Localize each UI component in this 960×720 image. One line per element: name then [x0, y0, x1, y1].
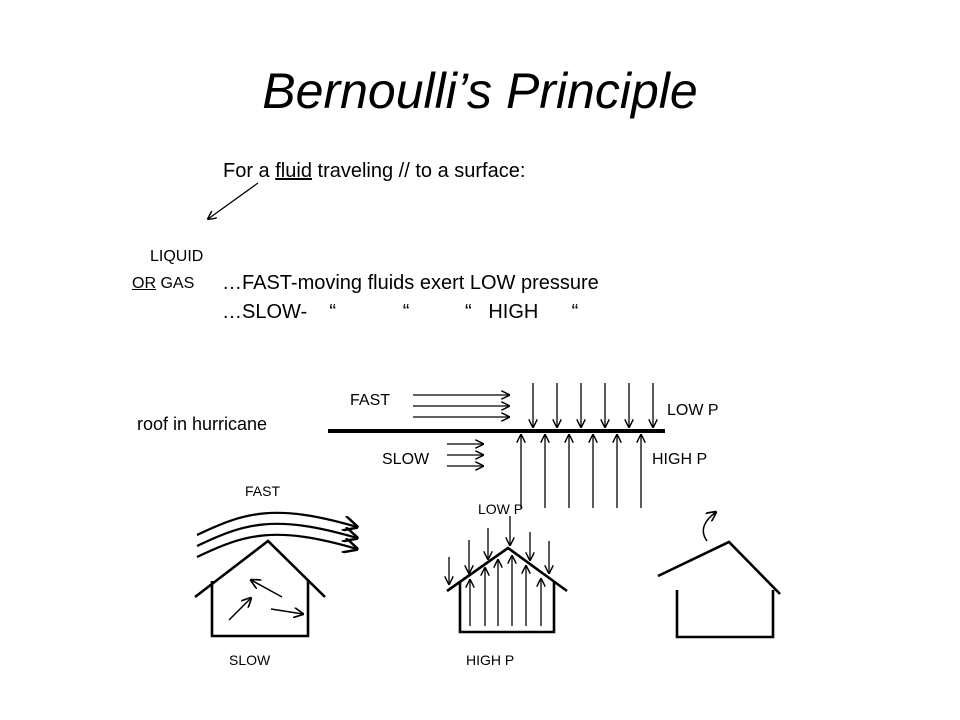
house1-fast-label: FAST — [245, 483, 281, 499]
fluid-pointer-arrow — [208, 182, 259, 219]
note-or-gas: OR GAS — [132, 275, 194, 293]
roof-low-pressure-arrows — [533, 383, 653, 427]
house1-wind-streamlines — [196, 511, 357, 558]
roof-high-pressure-arrows — [521, 435, 641, 508]
roof-low-p-label: LOW P — [667, 402, 719, 419]
house2-high-p-label: HIGH P — [466, 652, 515, 668]
intro-after: traveling // to a surface: — [311, 160, 526, 182]
intro-before: For a — [223, 160, 276, 182]
house1-inside-air-arrows — [228, 580, 303, 621]
page-title: Bernoulli’s Principle — [262, 63, 698, 119]
roof-high-p-label: HIGH P — [652, 451, 708, 468]
intro-fluid: fluid — [275, 160, 312, 182]
house2-high-pressure-arrows — [470, 556, 541, 626]
statement-slow: …SLOW- “ “ “ HIGH “ — [222, 301, 579, 323]
roof-slow-flow-arrows — [447, 444, 483, 466]
statement-fast: …FAST-moving fluids exert LOW pressure — [222, 272, 599, 294]
house1-slow-label: SLOW — [229, 652, 271, 668]
note-liquid: LIQUID — [150, 248, 204, 265]
house2-low-p-label: LOW P — [478, 501, 524, 517]
roof-slow-label: SLOW — [382, 451, 430, 468]
roof-fast-flow-arrows — [413, 395, 509, 417]
house3-roof-lift-arrow — [702, 512, 716, 542]
house2-low-pressure-arrows — [449, 516, 549, 584]
intro-text: For a fluid traveling // to a surface: — [223, 160, 525, 183]
house2-outline — [446, 546, 568, 634]
note-or: OR — [132, 275, 156, 292]
roof-caption: roof in hurricane — [137, 414, 268, 434]
house1-outline — [194, 539, 326, 638]
roof-fast-label: FAST — [350, 392, 391, 409]
house3-outline — [675, 590, 775, 639]
house3-lifted-roof — [657, 540, 781, 595]
note-gas: GAS — [156, 275, 195, 292]
